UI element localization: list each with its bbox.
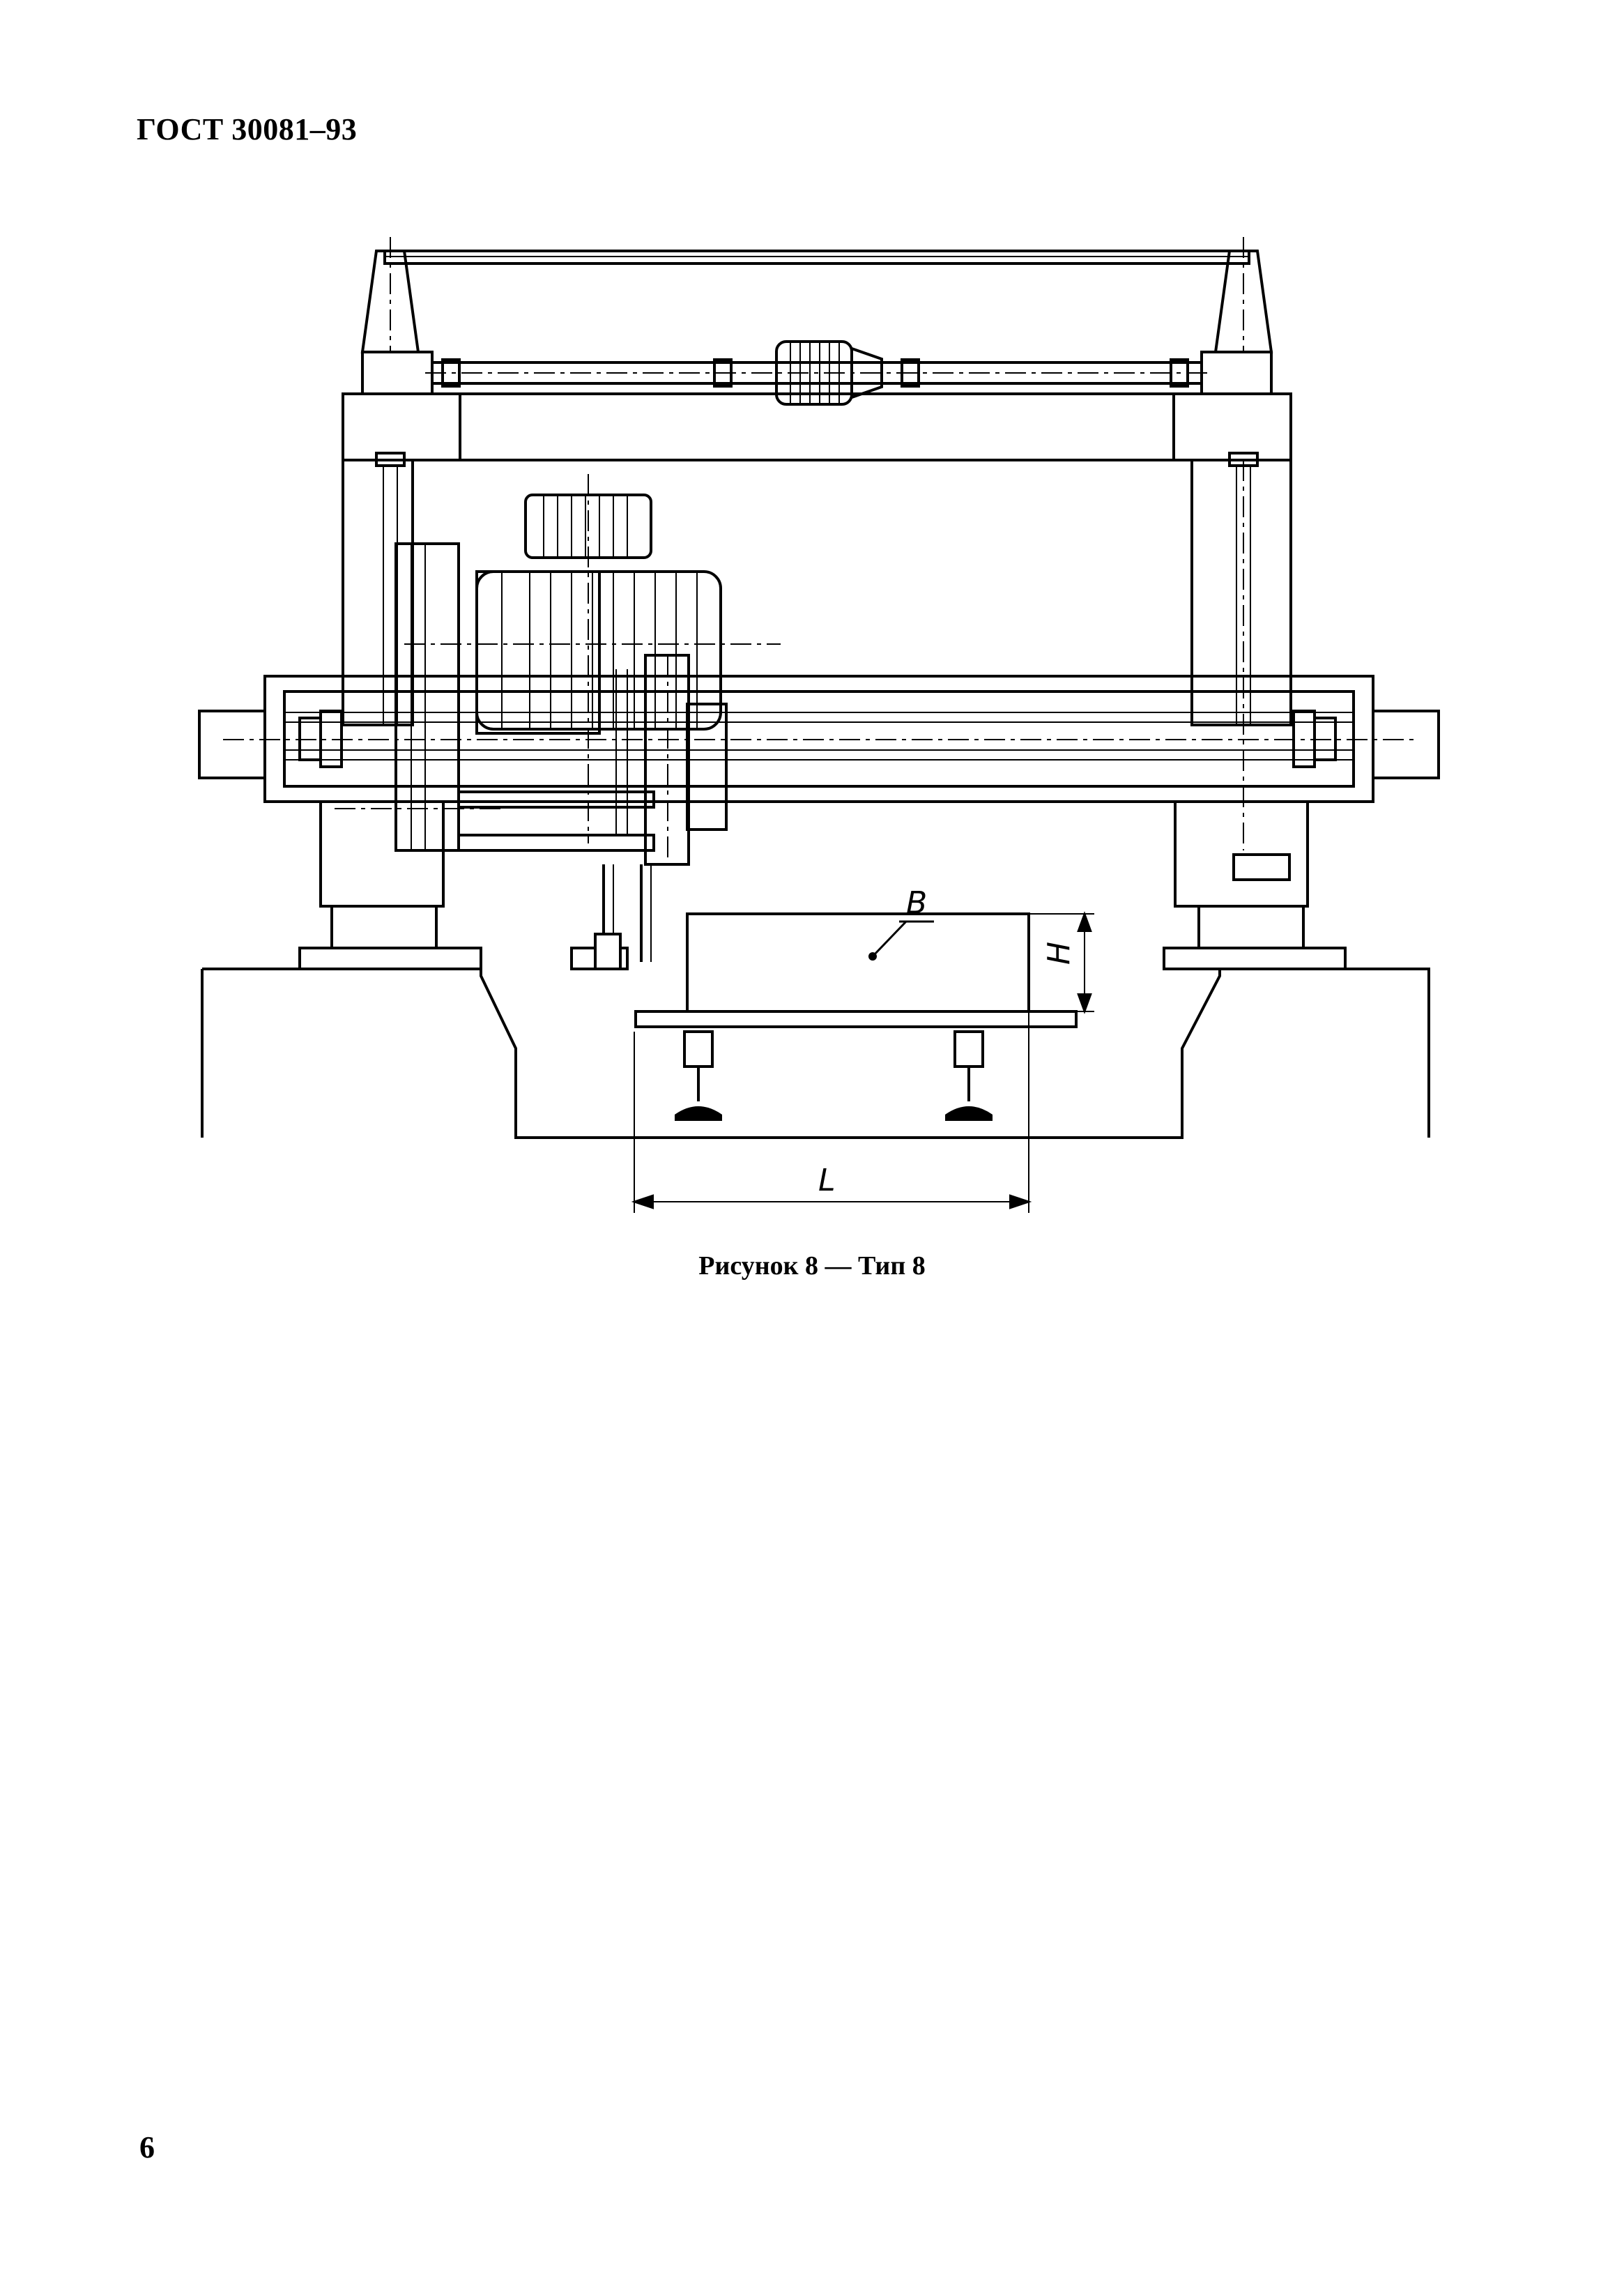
right-lower-support	[1163, 800, 1347, 970]
right-column	[1190, 459, 1292, 850]
label-l: L	[818, 1163, 836, 1198]
left-wheel-guard	[335, 542, 502, 852]
label-h: H	[1041, 942, 1077, 965]
label-b: B	[906, 885, 927, 921]
right-top-post	[1213, 237, 1273, 353]
trolley	[634, 1010, 1078, 1121]
dimension-l	[631, 1011, 1032, 1213]
blade-guide-arm	[570, 864, 652, 970]
main-motor	[404, 474, 781, 843]
horizontal-carriage	[198, 675, 1440, 803]
top-drive-motor	[775, 340, 883, 406]
left-column	[342, 459, 414, 726]
left-top-post	[360, 237, 420, 353]
foundation	[201, 968, 1430, 1139]
top-drive-shaft	[361, 340, 1273, 406]
top-rail	[383, 250, 1250, 265]
figure-caption: Рисунок 8 — Тип 8	[698, 1251, 926, 1281]
saw-head-block	[457, 654, 728, 866]
page-number: 6	[139, 2130, 155, 2164]
dimension-h	[1029, 911, 1094, 1014]
machine-technical-drawing: B H L	[198, 237, 1440, 1213]
standard-code-header: ГОСТ 30081–93	[137, 112, 358, 146]
left-lower-support	[298, 800, 482, 970]
workpiece-block	[686, 912, 1030, 1013]
